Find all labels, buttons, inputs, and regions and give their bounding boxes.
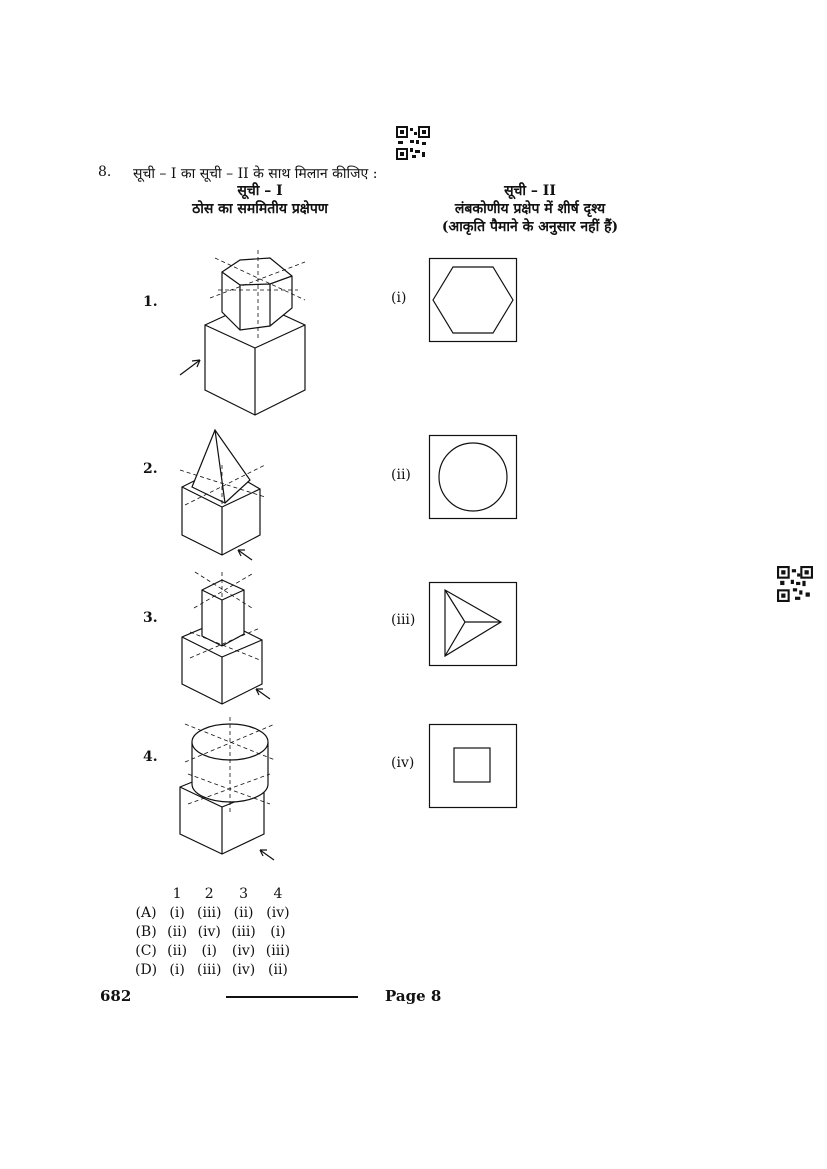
cylinder-on-cube-icon [179, 717, 276, 861]
answer-option-a[interactable]: (A) (i) (iii) (ii) (iv) [130, 903, 295, 922]
question-number: 8. [98, 164, 112, 180]
option-value: (iv) [266, 904, 290, 921]
qr-code-icon [396, 126, 430, 160]
answer-option-d[interactable]: (D) (i) (iii) (iv) (ii) [130, 960, 295, 979]
answer-column-header: 1 [172, 885, 182, 902]
list2-item-label: (ii) [391, 467, 411, 483]
hexagon-top-view-icon [428, 257, 518, 343]
pyramid-on-cube-icon [179, 428, 266, 561]
paper-code: 682 [100, 987, 132, 1005]
option-letter: (A) [135, 904, 157, 921]
list2-item-label: (i) [391, 290, 407, 306]
option-value: (i) [270, 923, 286, 940]
list1-item-label: 4. [143, 749, 158, 765]
answer-options-table: 1 2 3 4 (A) (i) (iii) (ii) (iv) (B) (ii)… [130, 884, 295, 979]
list2-note: (आकृति पैमाने के अनुसार नहीं हैं) [441, 219, 619, 235]
option-letter: (D) [135, 961, 158, 978]
list1-item-label: 1. [143, 294, 158, 310]
answer-header-row: 1 2 3 4 [130, 884, 295, 903]
list2-title: सूची – II [504, 183, 556, 199]
option-value: (i) [169, 904, 185, 921]
answer-option-b[interactable]: (B) (ii) (iv) (iii) (i) [130, 922, 295, 941]
answer-column-header: 4 [273, 885, 283, 902]
option-value: (iii) [265, 942, 291, 959]
qr-code-icon [777, 566, 813, 602]
option-value: (i) [169, 961, 185, 978]
option-letter: (B) [135, 923, 157, 940]
option-letter: (C) [135, 942, 157, 959]
option-value: (ii) [167, 942, 188, 959]
hexagonal-prism-on-cube-icon [179, 250, 306, 416]
list2-item-label: (iv) [391, 755, 415, 771]
circle-top-view-icon [428, 434, 518, 520]
answer-option-c[interactable]: (C) (ii) (i) (iv) (iii) [130, 941, 295, 960]
triangle-pyramid-top-view-icon [428, 581, 518, 667]
option-value: (ii) [233, 904, 254, 921]
list1-item-label: 2. [143, 461, 158, 477]
square-prism-on-cube-icon [181, 571, 271, 705]
list2-heading: सूची – II लंबकोणीय प्रक्षेप में शीर्ष दृ… [400, 182, 660, 236]
list1-item-label: 3. [143, 610, 158, 626]
option-value: (iii) [197, 961, 222, 978]
option-value: (iv) [231, 961, 256, 978]
option-value: (i) [201, 942, 217, 959]
page-number: Page 8 [385, 987, 442, 1005]
answer-column-header: 3 [239, 885, 249, 902]
option-value: (iii) [197, 904, 222, 921]
footer-divider [226, 996, 358, 998]
list1-subtitle: ठोस का सममितीय प्रक्षेपण [192, 201, 328, 217]
list2-item-label: (iii) [391, 612, 416, 628]
option-value: (ii) [268, 961, 288, 978]
square-top-view-icon [428, 723, 518, 809]
answer-column-header: 2 [204, 885, 214, 902]
option-value: (iv) [231, 942, 256, 959]
list1-heading: सूची – I ठोस का सममितीय प्रक्षेपण [160, 182, 360, 218]
option-value: (ii) [167, 923, 188, 940]
question-text: सूची – I का सूची – II के साथ मिलान कीजिए… [133, 166, 378, 182]
option-value: (iv) [197, 923, 221, 940]
option-value: (iii) [231, 923, 256, 940]
list2-subtitle: लंबकोणीय प्रक्षेप में शीर्ष दृश्य [454, 201, 606, 217]
list1-title: सूची – I [237, 183, 283, 199]
